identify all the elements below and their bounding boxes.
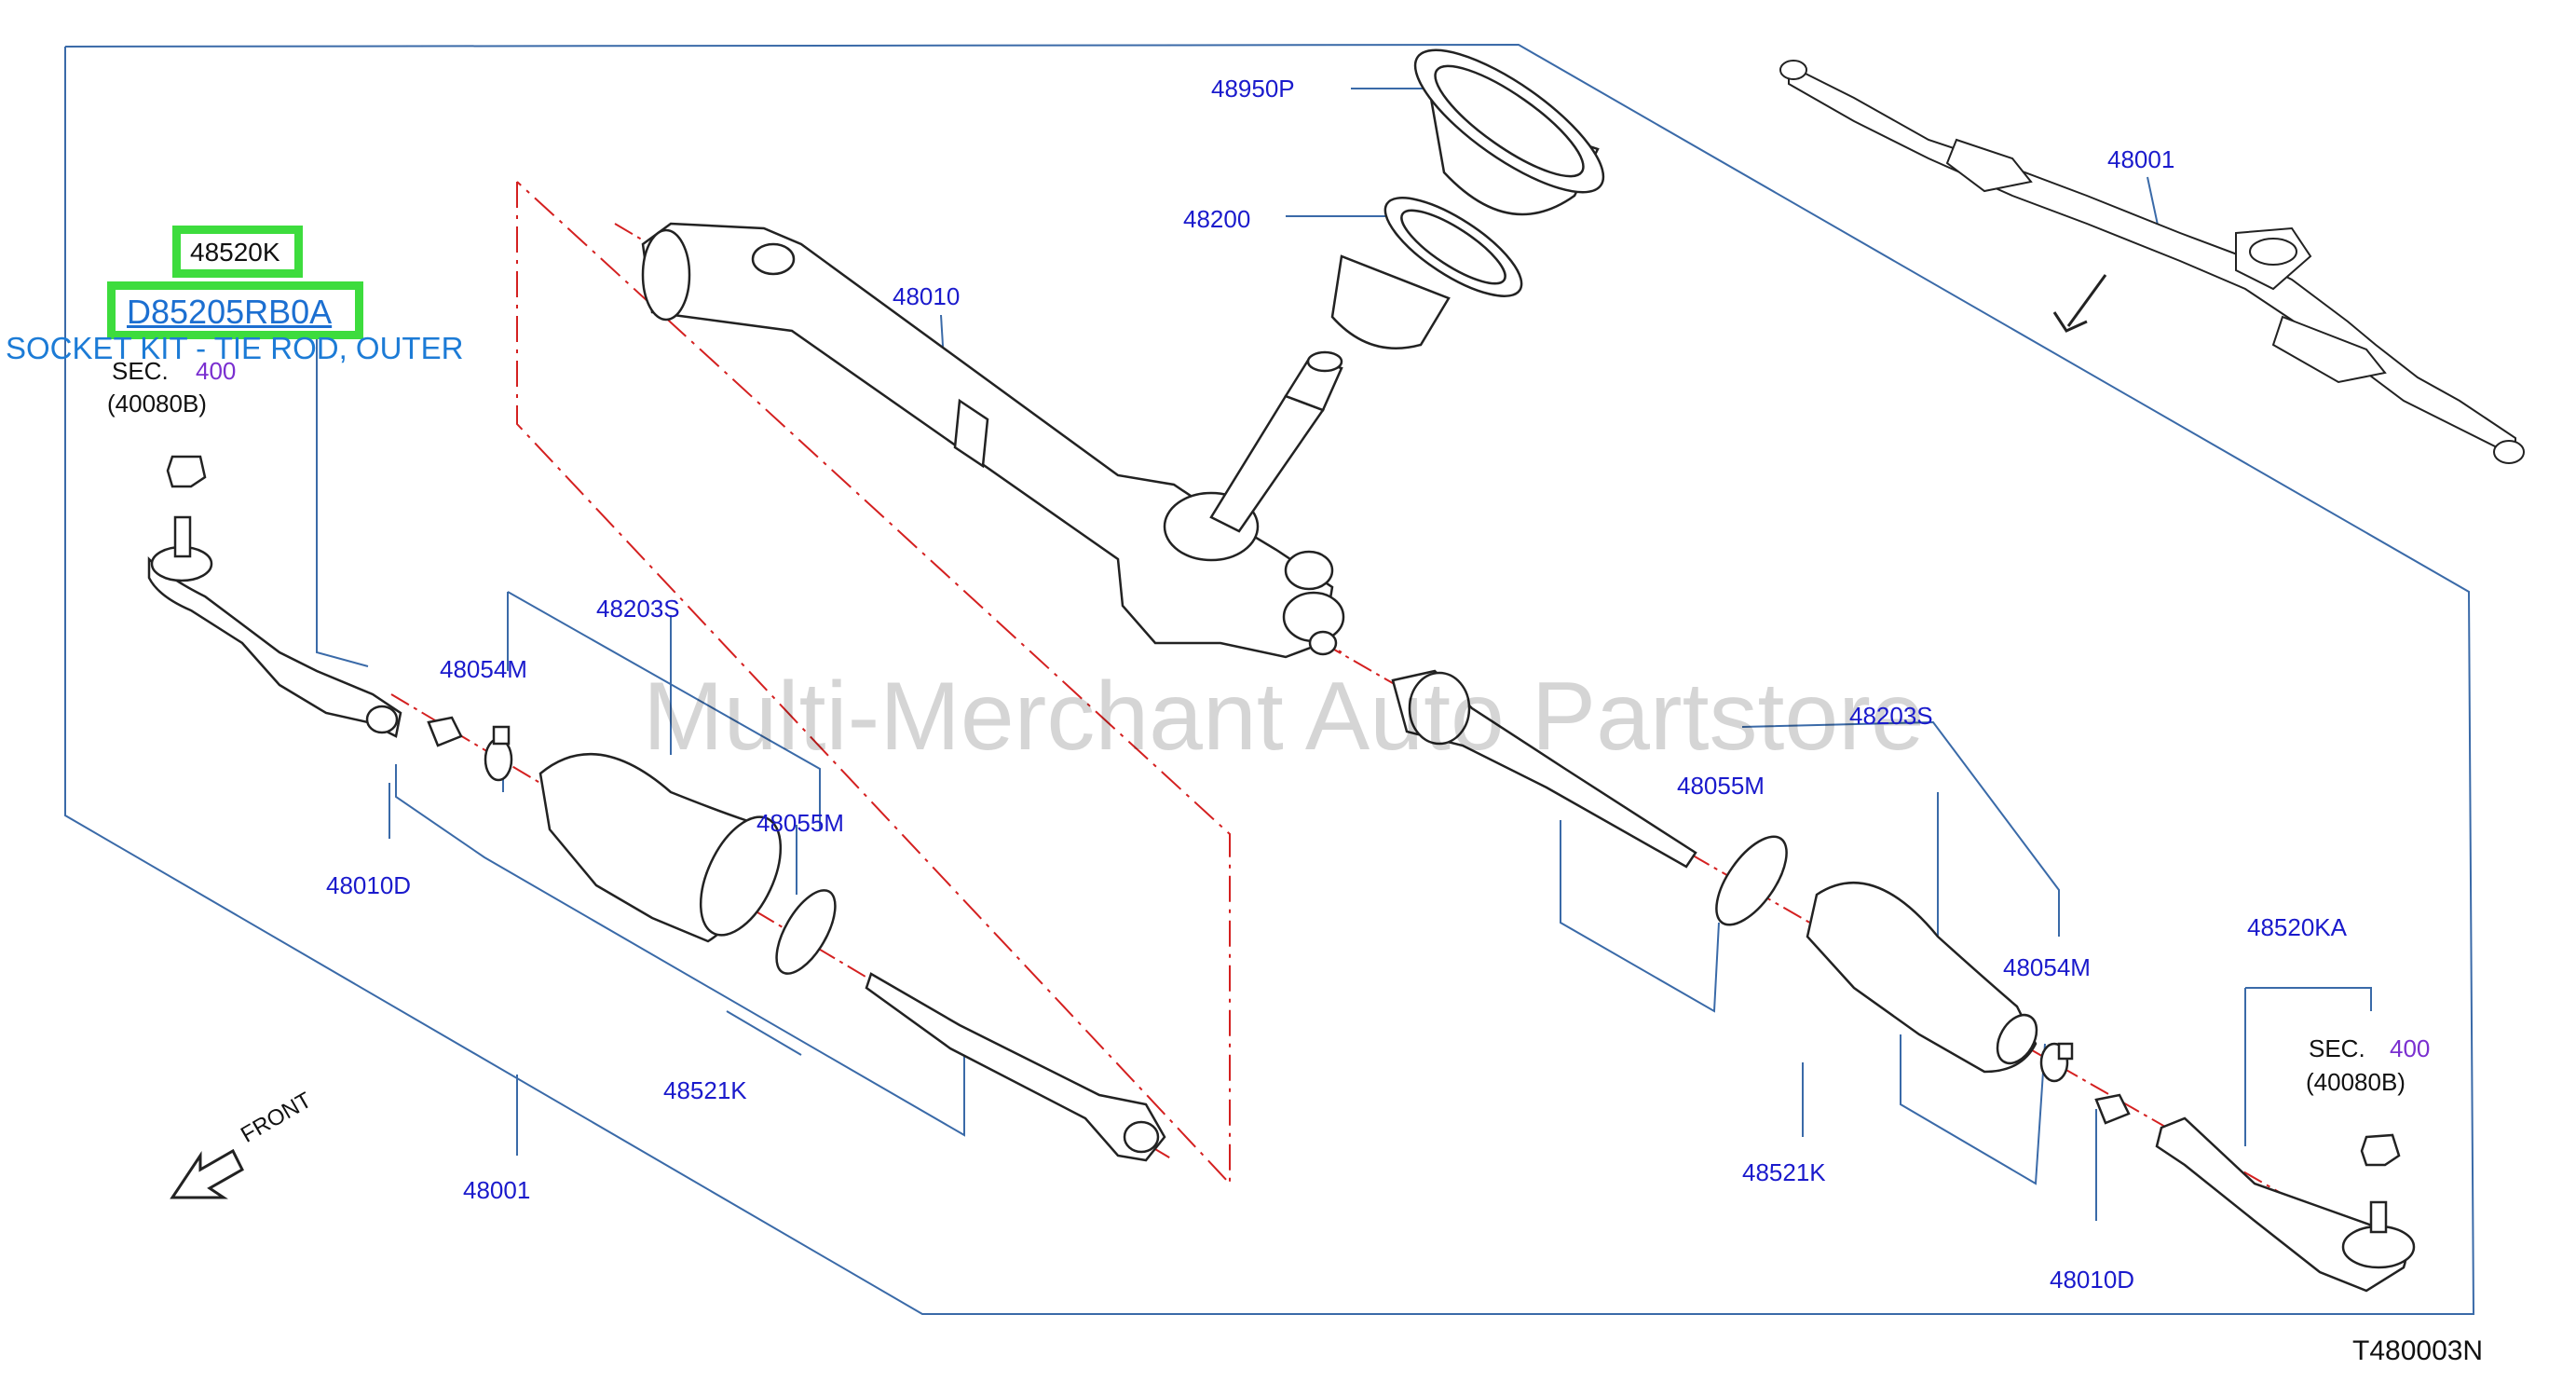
label-48950P[interactable]: 48950P — [1211, 75, 1295, 103]
section-ref-left: (40080B) — [107, 390, 207, 418]
section-label-right: SEC. — [2309, 1034, 2365, 1062]
clamp-48055M-left — [775, 889, 837, 975]
assembly-frame — [64, 43, 2475, 1315]
label-48203S-left[interactable]: 48203S — [596, 595, 680, 623]
label-48054M-right[interactable]: 48054M — [2003, 953, 2091, 981]
label-48055M-left[interactable]: 48055M — [756, 809, 844, 837]
right-outer-tie-rod-end — [2155, 1116, 2416, 1293]
lock-nut-48010D-right — [2094, 1093, 2131, 1125]
boot-48203S-left — [538, 752, 783, 943]
label-48001-bottom[interactable]: 48001 — [463, 1176, 531, 1204]
view-direction-arrow — [2052, 274, 2107, 333]
highlight-part-number-box[interactable]: 48520K — [172, 226, 303, 278]
clamp-48054M-left — [484, 725, 513, 782]
clamp-48055M-right — [1715, 835, 1788, 926]
section-number-left[interactable]: 400 — [196, 357, 237, 385]
left-outer-tie-rod-end — [147, 455, 402, 738]
part-link-code[interactable]: D85205RB0A — [127, 293, 333, 331]
label-48054M-left[interactable]: 48054M — [440, 655, 527, 683]
label-48200[interactable]: 48200 — [1183, 205, 1251, 233]
section-ref-right: (40080B) — [2306, 1068, 2406, 1096]
diagram-code: T480003N — [2352, 1335, 2484, 1366]
label-48521K-left[interactable]: 48521K — [663, 1076, 747, 1104]
watermark-text: Multi-Merchant Auto Partstore — [643, 663, 1925, 771]
highlight-link-box[interactable]: D85205RB0A — [107, 281, 363, 339]
label-48521K-right[interactable]: 48521K — [1742, 1158, 1826, 1186]
section-number-right[interactable]: 400 — [2390, 1034, 2431, 1062]
section-label-left: SEC. — [112, 357, 169, 385]
dust-cover-48950P — [1413, 48, 1605, 216]
lock-nut-48010D-left — [427, 716, 463, 747]
inner-tie-rod-right — [1391, 669, 1697, 869]
overview-steering-assembly — [1779, 60, 2525, 464]
inner-tie-rod-left — [865, 972, 1166, 1162]
label-48520KA[interactable]: 48520KA — [2247, 913, 2347, 941]
label-48010D-right[interactable]: 48010D — [2050, 1266, 2135, 1294]
front-arrow-icon — [170, 1148, 244, 1199]
label-48001-top[interactable]: 48001 — [2107, 145, 2175, 173]
steering-gear-housing — [641, 222, 1345, 659]
pinion-shaft — [1209, 350, 1343, 533]
part-description: SOCKET KIT - TIE ROD, OUTER — [6, 331, 464, 365]
clamp-48054M-right — [2039, 1042, 2074, 1083]
label-48010[interactable]: 48010 — [893, 282, 961, 310]
dust-cover-48200 — [1330, 197, 1523, 349]
label-48010D-left[interactable]: 48010D — [326, 871, 412, 899]
highlight-part-number[interactable]: 48520K — [190, 238, 280, 267]
boot-48203S-right — [1806, 881, 2038, 1074]
label-48203S-right[interactable]: 48203S — [1849, 702, 1933, 730]
label-48055M-right[interactable]: 48055M — [1677, 772, 1765, 800]
